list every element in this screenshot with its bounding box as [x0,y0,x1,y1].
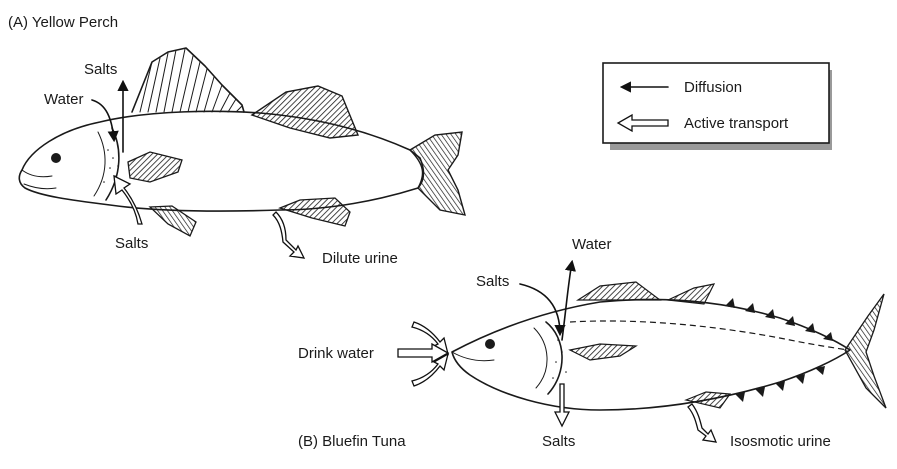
perch-urine-label: Dilute urine [322,250,398,267]
perch-spiny-dorsal-fin [132,48,244,112]
perch-tail-fin [410,132,465,215]
tuna-water-label: Water [572,236,611,253]
tuna-salts-out-active-arrow [555,384,569,426]
perch-body [19,111,423,211]
tuna-tail-fin [845,294,886,408]
perch-head [22,128,119,200]
legend-diffusion-label: Diffusion [684,79,742,96]
tuna-head [452,322,567,394]
perch-water-in-arrow [92,100,114,140]
tuna-salts-bottom-label: Salts [542,433,575,450]
tuna-drink-water-arrows [398,322,448,386]
tuna-dorsal-finlets [725,298,833,341]
tuna-eye [485,339,495,349]
tuna-first-dorsal-fin [578,282,660,300]
legend-active-transport-label: Active transport [684,115,789,132]
perch-salts-in-active-arrow [114,176,142,224]
perch-eye [51,153,61,163]
perch-pectoral-fin [128,152,182,182]
tuna-body [452,299,850,410]
tuna-water-out-arrow [562,262,572,340]
perch-soft-dorsal-fin [252,86,358,138]
perch-water-label: Water [44,91,83,108]
panel-a-yellow-perch: (A) Yellow Perch [8,14,465,267]
tuna-ventral-finlets [735,366,825,402]
tuna-salts-top-label: Salts [476,273,509,290]
perch-salts-top-label: Salts [84,61,117,78]
perch-urine-arrow [273,212,304,258]
tuna-pectoral-fin [570,344,636,360]
drink-arrow-lower [412,354,448,386]
perch-salts-bottom-label: Salts [115,235,148,252]
panel-b-bluefin-tuna: Water Salts Drink water Salts Isosmotic … [298,236,886,450]
panel-b-title: (B) Bluefin Tuna [298,433,406,450]
tuna-drink-water-label: Drink water [298,345,374,362]
legend: Diffusion Active transport [603,63,832,150]
tuna-urine-arrow [688,404,716,442]
tuna-salts-in-arrow [520,284,560,334]
panel-a-title: (A) Yellow Perch [8,14,118,31]
tuna-urine-label: Isosmotic urine [730,433,831,450]
perch-anal-fin [280,198,350,226]
